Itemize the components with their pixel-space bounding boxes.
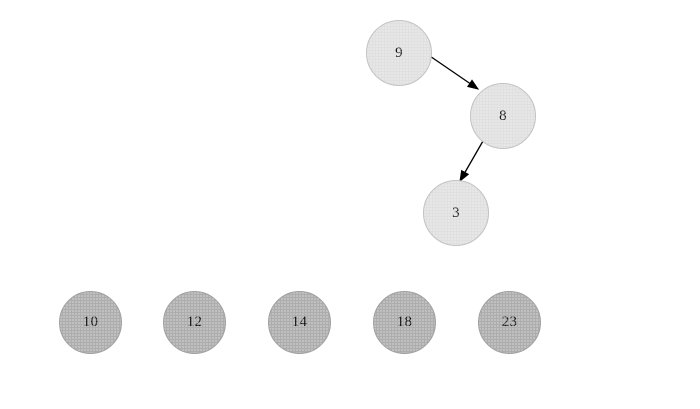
node-label: 12	[186, 314, 203, 330]
node-label: 23	[501, 314, 518, 330]
graph-node-23[interactable]: 23	[478, 291, 541, 354]
graph-node-10[interactable]: 10	[59, 291, 122, 354]
node-label: 3	[452, 204, 460, 221]
node-label: 10	[82, 314, 99, 330]
graph-node-9[interactable]: 9	[366, 20, 432, 86]
node-label: 14	[291, 314, 308, 330]
graph-node-3[interactable]: 3	[423, 180, 489, 246]
graph-edge-9-to-8	[423, 51, 480, 90]
graph-edge-8-to-3	[459, 140, 484, 183]
graph-node-8[interactable]: 8	[470, 83, 536, 149]
node-label: 18	[396, 314, 413, 330]
node-label: 8	[499, 107, 507, 124]
node-label: 9	[395, 44, 403, 61]
graph-node-18[interactable]: 18	[373, 291, 436, 354]
graph-node-12[interactable]: 12	[163, 291, 226, 354]
graph-node-14[interactable]: 14	[268, 291, 331, 354]
